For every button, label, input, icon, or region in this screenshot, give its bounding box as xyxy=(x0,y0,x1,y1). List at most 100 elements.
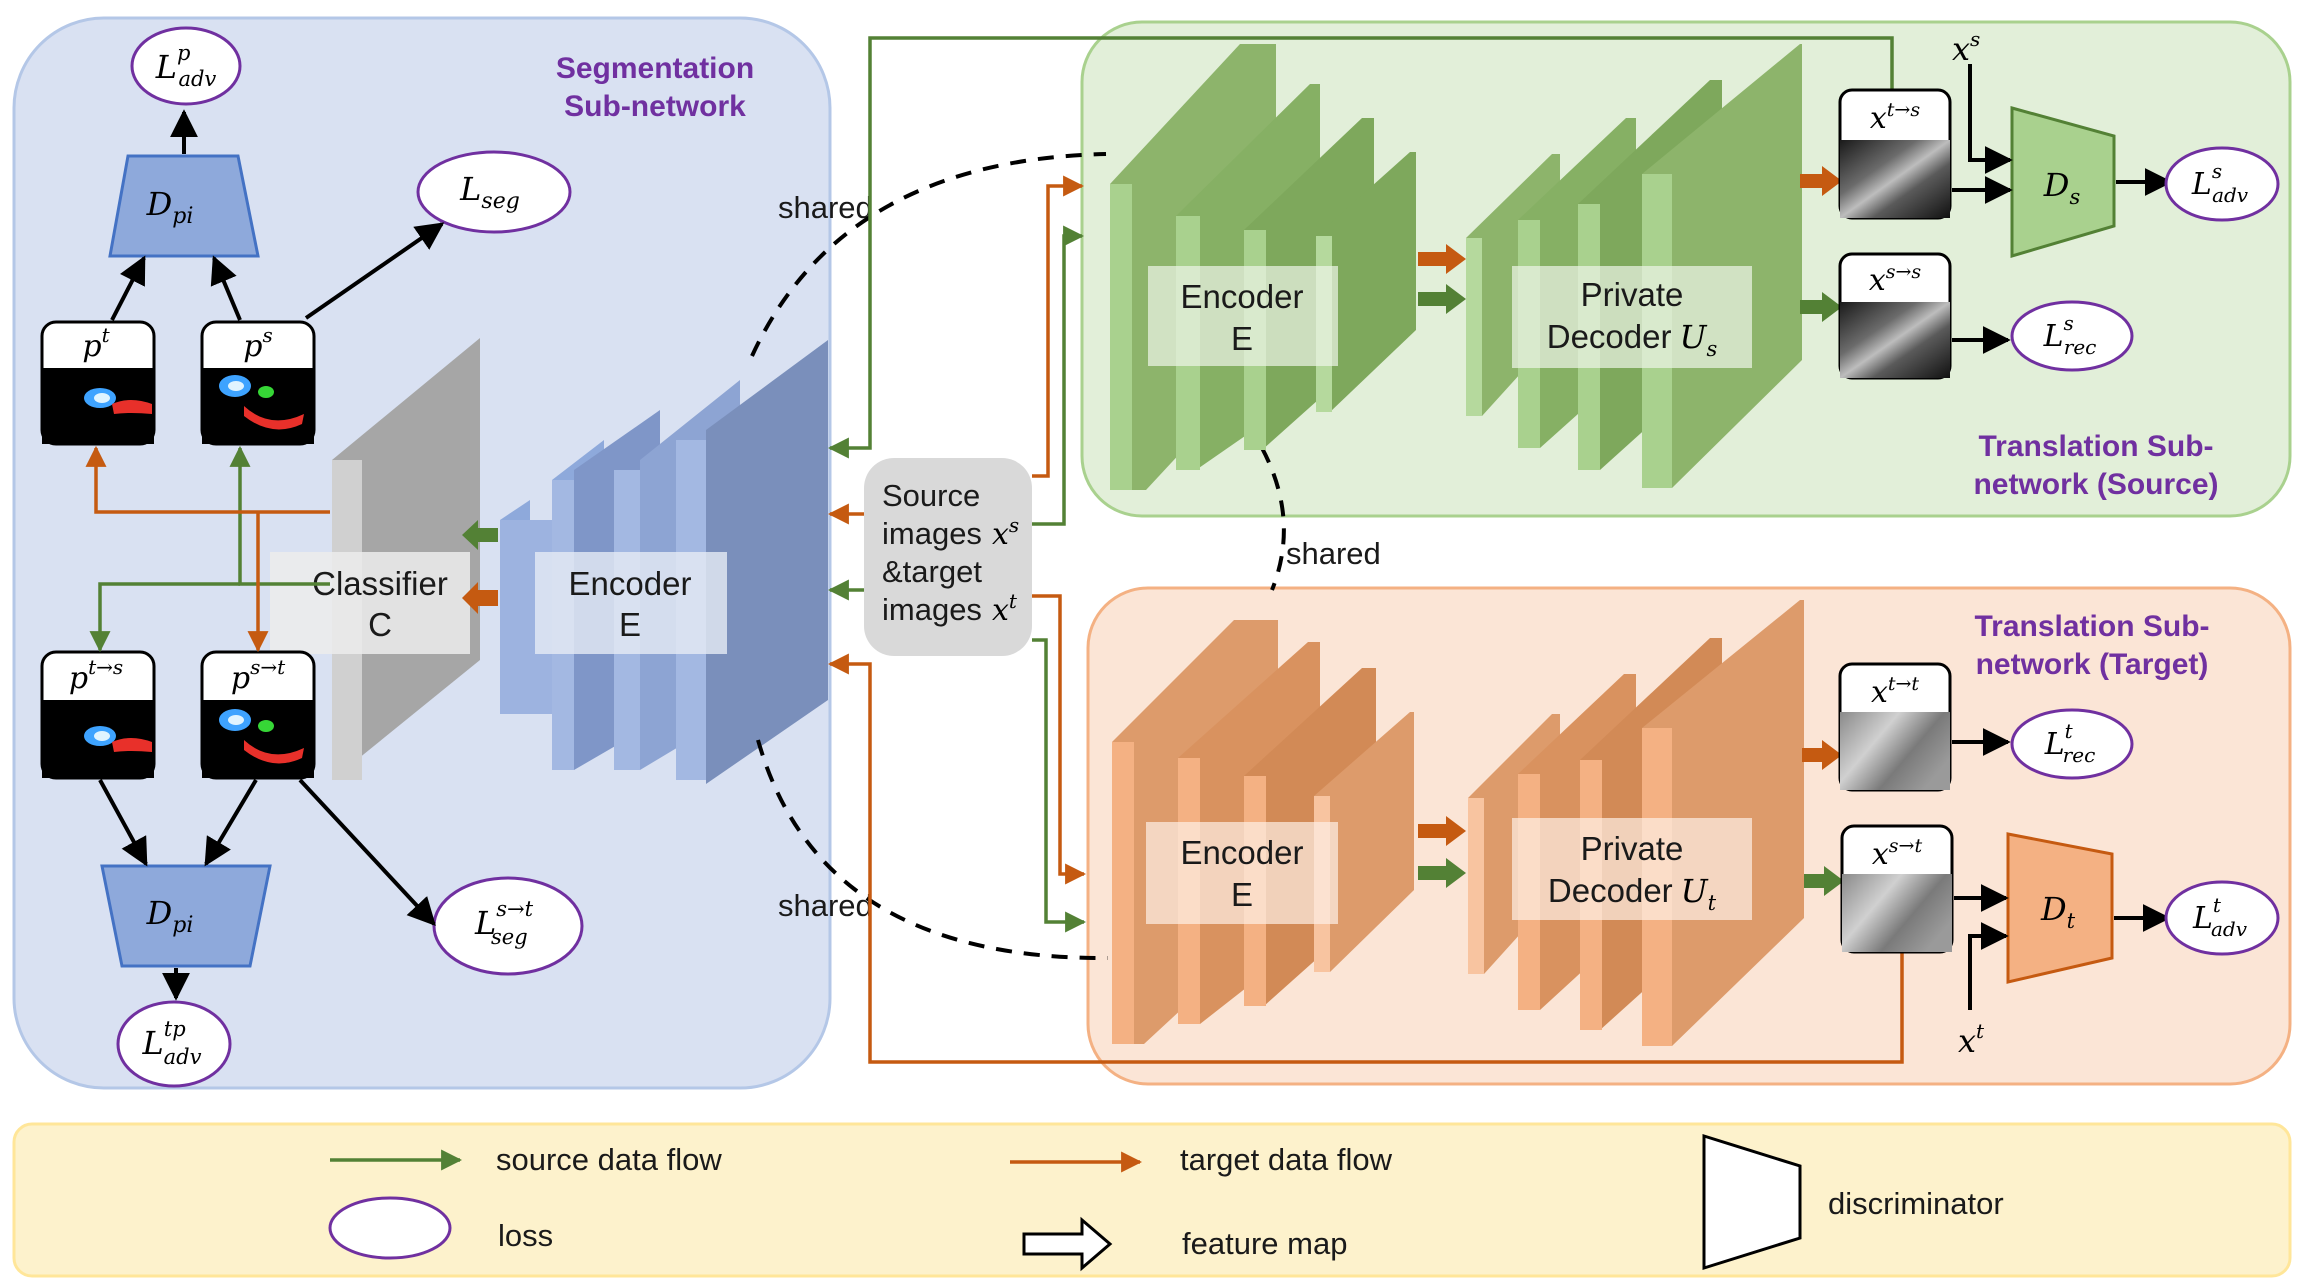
input-line3: &target xyxy=(882,554,982,589)
legend-source-flow: source data flow xyxy=(496,1142,722,1177)
seg-encoder-label-bg xyxy=(535,552,727,654)
input-xs-label: xs xyxy=(1952,27,1980,68)
seg-title-line2: Sub-network xyxy=(564,90,746,123)
seg-green-flows xyxy=(89,445,330,653)
seg-encoder-label: Encoder xyxy=(569,565,692,602)
shared-label-mid: shared xyxy=(1286,536,1381,571)
pred-map-ps: ps xyxy=(200,320,316,446)
svg-text:ps→t: ps→t xyxy=(231,655,286,696)
image-x-ss: xs→s xyxy=(1838,252,1952,380)
source-title-line2: network (Source) xyxy=(1973,468,2218,501)
svg-text:pt→s: pt→s xyxy=(69,655,123,696)
input-xt-label: xt xyxy=(1958,1019,1985,1060)
svg-text:xt→s: xt→s xyxy=(1870,99,1920,136)
center-to-seg-arrows xyxy=(827,503,864,601)
image-x-tt: xt→t xyxy=(1838,662,1952,792)
pred-map-pst: ps→t xyxy=(200,650,316,780)
source-encoder-label-bg xyxy=(1148,266,1338,366)
discriminator-dt-label: Dt xyxy=(2040,890,2076,933)
dpi-top-label: Dpi xyxy=(146,185,194,229)
legend-discriminator: discriminator xyxy=(1828,1186,2004,1221)
feature-arrow-green-seg xyxy=(462,520,498,550)
legend-discriminator-shape xyxy=(1702,1133,1802,1271)
source-encoder-label-e: E xyxy=(1231,320,1253,357)
classifier-label: Classifier xyxy=(312,565,448,602)
target-out-arrow-orange xyxy=(1802,740,1842,770)
seg-orange-flows xyxy=(85,445,330,653)
image-x-ts: xt→s xyxy=(1838,88,1952,220)
source-out-arrow-orange xyxy=(1800,166,1842,196)
target-encoder-label-bg xyxy=(1146,822,1338,924)
shared-label-bottom: shared xyxy=(778,888,873,923)
target-title-line2: network (Target) xyxy=(1976,648,2209,681)
classifier-label-bg xyxy=(270,552,470,654)
source-decoder-label: Private xyxy=(1581,276,1684,313)
loss-seg: Lseg xyxy=(416,150,572,234)
source-decoder-label-bg xyxy=(1512,266,1752,368)
source-feature-arrow-orange xyxy=(1418,244,1466,274)
svg-text:Lseg: Lseg xyxy=(459,170,520,214)
seg-black-arrows xyxy=(98,109,445,1001)
target-title-line1: Translation Sub- xyxy=(1974,610,2209,643)
image-x-st: xs→t xyxy=(1840,824,1954,954)
svg-text:xt→t: xt→t xyxy=(1871,673,1919,710)
target-feature-arrow-green xyxy=(1418,858,1466,888)
pred-map-pts: pt→s xyxy=(40,650,156,780)
target-out-arrow-green xyxy=(1804,866,1844,896)
green-loop-ts-to-seg xyxy=(827,36,1894,459)
dpi-bottom-label: Dpi xyxy=(146,894,194,938)
target-encoder-label-e: E xyxy=(1231,876,1253,913)
shared-label-top: shared xyxy=(778,190,873,225)
target-black-arrows xyxy=(1952,728,2171,1010)
seg-encoder-label-e: E xyxy=(619,606,641,643)
discriminator-ds xyxy=(2010,106,2116,259)
svg-text:xs→t: xs→t xyxy=(1872,835,1923,872)
legend-feature-map: feature map xyxy=(1182,1226,1347,1261)
source-black-arrows xyxy=(1952,64,2173,354)
target-decoder-label-bg xyxy=(1512,818,1752,920)
input-images-box xyxy=(864,458,1032,656)
legend-feature-map-arrow xyxy=(1022,1216,1113,1272)
seg-title-line1: Segmentation xyxy=(556,52,754,85)
legend-target-flow: target data flow xyxy=(1180,1142,1393,1177)
source-out-arrow-green xyxy=(1800,292,1842,322)
target-feature-arrow-orange xyxy=(1418,816,1466,846)
orange-loop-st-to-seg xyxy=(827,653,1904,1064)
center-to-translation-arrows xyxy=(1032,175,1087,933)
classifier-label-c: C xyxy=(368,606,392,643)
dpi-top-discriminator xyxy=(108,154,260,258)
source-feature-arrow-green xyxy=(1418,284,1466,314)
pred-map-pt: pt xyxy=(40,320,156,446)
legend-loss-ellipse xyxy=(328,1196,452,1260)
target-decoder-label: Private xyxy=(1581,830,1684,867)
svg-text:pt: pt xyxy=(82,323,110,364)
source-title-line1: Translation Sub- xyxy=(1978,430,2213,463)
shared-dashed-arcs xyxy=(750,152,1286,961)
feature-arrow-orange-seg xyxy=(462,582,498,614)
svg-text:xs→s: xs→s xyxy=(1869,261,1922,298)
source-encoder-label: Encoder xyxy=(1181,278,1304,315)
svg-text:ps: ps xyxy=(243,323,272,364)
input-line1: Source xyxy=(882,478,980,513)
legend-loss: loss xyxy=(498,1218,553,1253)
discriminator-ds-label: Ds xyxy=(2043,166,2081,209)
